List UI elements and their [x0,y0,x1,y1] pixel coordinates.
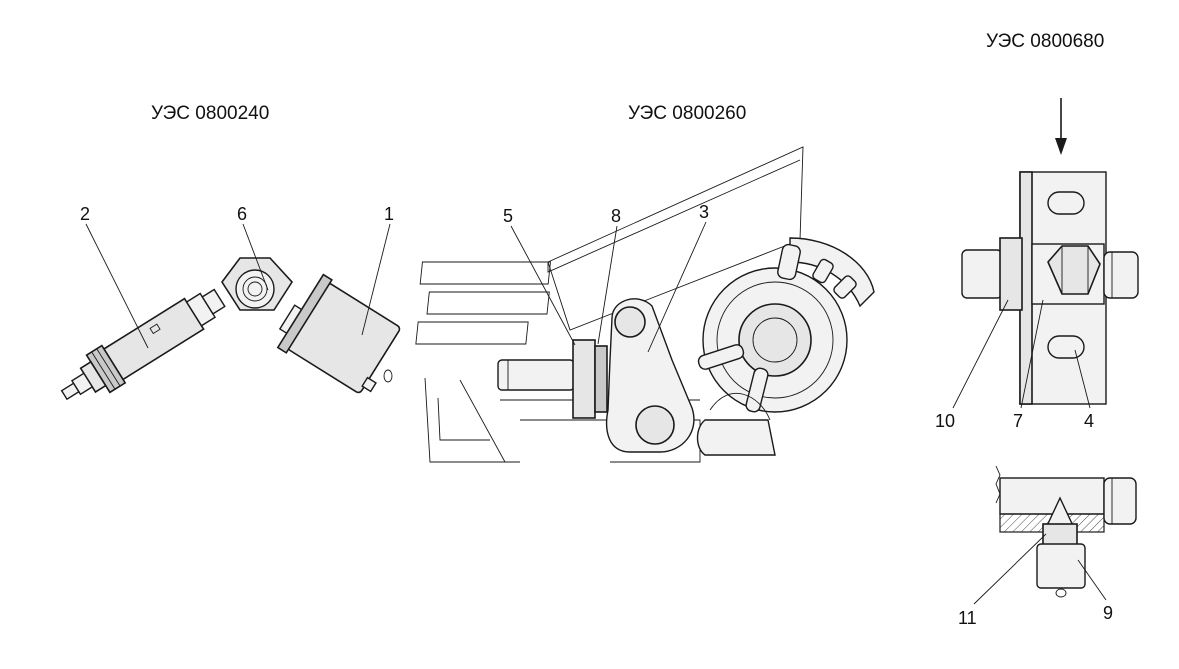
callout-2: 2 [80,204,90,224]
assembly-0800240-drawing [60,257,401,401]
title-assembly-0800240: УЭС 0800240 [151,103,269,124]
title-assembly-0800680: УЭС 0800680 [986,31,1104,52]
callout-4: 4 [1084,411,1094,431]
leader-lines [85,221,1107,605]
callout-10: 10 [935,411,955,431]
callout-1: 1 [384,204,394,224]
title-assembly-0800260: УЭС 0800260 [628,103,746,124]
callout-3: 3 [699,202,709,222]
callout-9: 9 [1103,603,1113,623]
assembly-0800680-drawing [961,98,1139,405]
callout-5: 5 [503,206,513,226]
callout-7: 7 [1013,411,1023,431]
callout-11: 11 [958,608,977,628]
assembly-0800260-drawing [415,146,875,463]
callout-8: 8 [611,206,621,226]
callout-6: 6 [237,204,247,224]
assembly-0800680-detail-drawing [995,465,1137,598]
